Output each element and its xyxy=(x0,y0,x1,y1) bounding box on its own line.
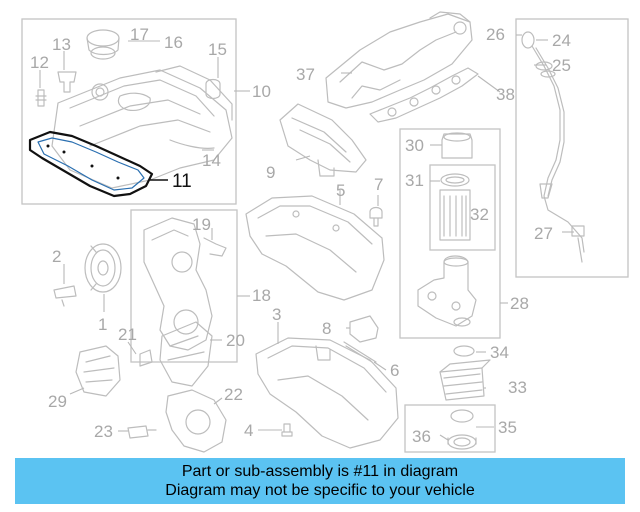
callout-20: 20 xyxy=(226,331,245,350)
callout-2: 2 xyxy=(52,247,61,266)
callout-4: 4 xyxy=(244,421,253,440)
callout-34: 34 xyxy=(490,343,509,362)
oil-baffle-drawing xyxy=(279,103,367,177)
shield-drawing xyxy=(165,389,227,453)
callout-14: 14 xyxy=(202,151,221,170)
callout-38: 38 xyxy=(496,85,515,104)
oil-filter-group-box xyxy=(399,128,501,339)
seal-group-box xyxy=(404,404,496,453)
bolt-drawing xyxy=(369,206,383,227)
callout-numbers: 13 12 17 16 15 10 14 11 37 38 26 24 25 2… xyxy=(30,25,571,446)
sensor-drawing xyxy=(35,71,77,107)
callout-24: 24 xyxy=(552,31,571,50)
callout-18: 18 xyxy=(252,286,271,305)
callout-37: 37 xyxy=(296,65,315,84)
callout-17: 17 xyxy=(130,25,149,44)
callout-22: 22 xyxy=(224,385,243,404)
callout-12: 12 xyxy=(30,53,49,72)
leader-lines xyxy=(39,34,574,441)
callout-36: 36 xyxy=(412,427,431,446)
oil-filter-element-box xyxy=(429,164,496,251)
callout-9: 9 xyxy=(266,163,275,182)
banner-line-2: Diagram may not be specific to your vehi… xyxy=(165,482,475,499)
bracket-drawing xyxy=(139,321,213,387)
intake-manifold-drawing xyxy=(325,11,473,109)
level-sensor-drawing xyxy=(349,315,379,343)
valve-cover-drawing xyxy=(51,65,233,189)
callout-16: 16 xyxy=(164,33,183,52)
valve-cover-gasket-highlight xyxy=(28,130,154,198)
callout-7: 7 xyxy=(374,175,383,194)
callout-21: 21 xyxy=(118,325,137,344)
info-banner: Part or sub-assembly is #11 in diagram D… xyxy=(15,458,625,504)
plug-drawing xyxy=(205,78,221,100)
callout-6: 6 xyxy=(390,361,399,380)
lower-oil-pan-drawing xyxy=(255,337,399,449)
callout-15: 15 xyxy=(208,40,227,59)
dipstick-drawing xyxy=(521,31,585,263)
bolt-23-drawing xyxy=(127,425,157,439)
callout-3: 3 xyxy=(272,305,281,324)
seals-drawing xyxy=(447,409,477,450)
valve-cover-group-box xyxy=(21,18,237,205)
callout-5: 5 xyxy=(336,181,345,200)
callout-29: 29 xyxy=(48,392,67,411)
callout-11: 11 xyxy=(172,171,192,192)
oil-cooler-drawing xyxy=(439,345,491,401)
crank-pulley-drawing xyxy=(53,243,122,307)
callout-26: 26 xyxy=(486,25,505,44)
gasket-strip-drawing xyxy=(343,341,377,363)
callout-35: 35 xyxy=(498,418,517,437)
manifold-gasket-drawing xyxy=(369,67,479,123)
callout-28: 28 xyxy=(510,294,529,313)
callout-31: 31 xyxy=(405,171,424,190)
callout-27: 27 xyxy=(534,224,553,243)
callout-10: 10 xyxy=(252,82,271,101)
callout-23: 23 xyxy=(94,422,113,441)
callout-1: 1 xyxy=(98,315,107,334)
dipstick-group-box xyxy=(515,18,629,278)
oil-filler-cap-drawing xyxy=(86,29,120,60)
timing-cover-group-box xyxy=(130,209,238,363)
cover-plate-drawing xyxy=(75,345,121,397)
timing-cover-drawing xyxy=(143,217,227,351)
upper-oil-pan-drawing xyxy=(245,195,385,301)
drain-plug-drawing xyxy=(281,423,293,437)
callout-33: 33 xyxy=(508,378,527,397)
banner-line-1: Part or sub-assembly is #11 in diagram xyxy=(181,463,459,480)
callout-19: 19 xyxy=(192,215,211,234)
callout-8: 8 xyxy=(322,319,331,338)
callout-30: 30 xyxy=(405,136,424,155)
parts-diagram: 13 12 17 16 15 10 14 11 37 38 26 24 25 2… xyxy=(21,11,629,453)
callout-13: 13 xyxy=(52,35,71,54)
oil-filter-drawing xyxy=(417,132,477,327)
callout-25: 25 xyxy=(552,56,571,75)
callout-32: 32 xyxy=(470,205,489,224)
